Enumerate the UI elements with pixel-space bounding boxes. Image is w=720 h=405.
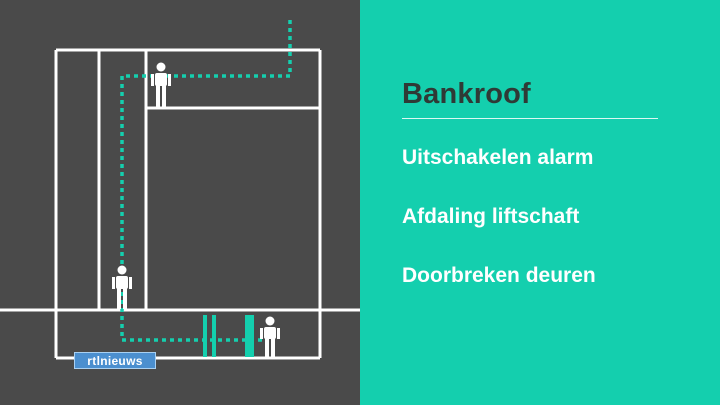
rtl-nieuws-logo: rtlnieuws bbox=[74, 352, 156, 369]
step-label: Afdaling liftschaft bbox=[402, 205, 580, 228]
route-path bbox=[120, 20, 292, 342]
text-panel: Bankroof Uitschakelen alarm Afdaling lif… bbox=[360, 0, 720, 405]
step-label: Doorbreken deuren bbox=[402, 264, 596, 287]
person-icon bbox=[151, 62, 171, 107]
person-icon bbox=[260, 316, 280, 357]
person-icon bbox=[112, 265, 132, 309]
page-title: Bankroof bbox=[402, 78, 531, 110]
title-divider bbox=[402, 118, 658, 119]
diagram-panel: rtlnieuws bbox=[0, 0, 360, 405]
building-diagram bbox=[0, 20, 360, 360]
building-outline bbox=[0, 48, 360, 360]
door-icon bbox=[203, 315, 254, 357]
logo-text: rtlnieuws bbox=[87, 353, 143, 368]
step-label: Uitschakelen alarm bbox=[402, 146, 594, 169]
